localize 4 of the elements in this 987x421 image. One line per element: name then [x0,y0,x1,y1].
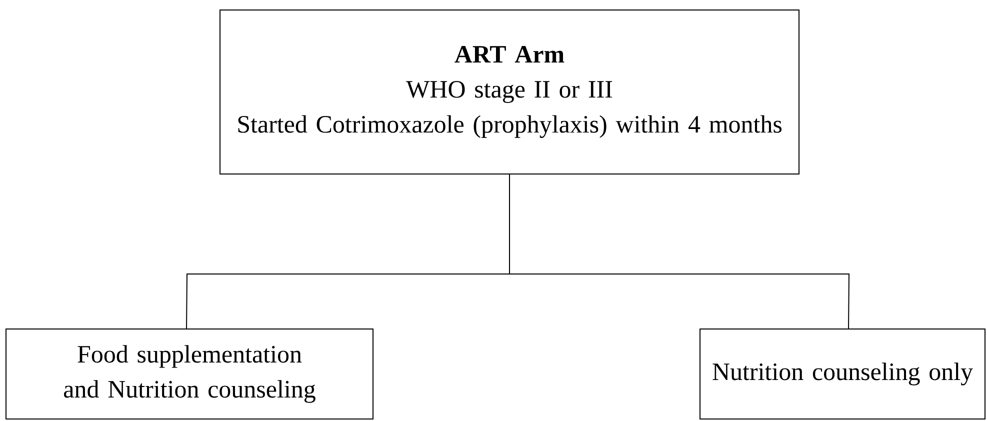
text-box: Food supplementation and Nutrition counseling [6,328,374,420]
connector-line [509,174,850,329]
text-box: ART Arm WHO stage II or III Started Cotrimoxazole (prophylaxis) within 4 months [220,10,800,174]
text-box: Nutrition counseling only [700,328,986,420]
